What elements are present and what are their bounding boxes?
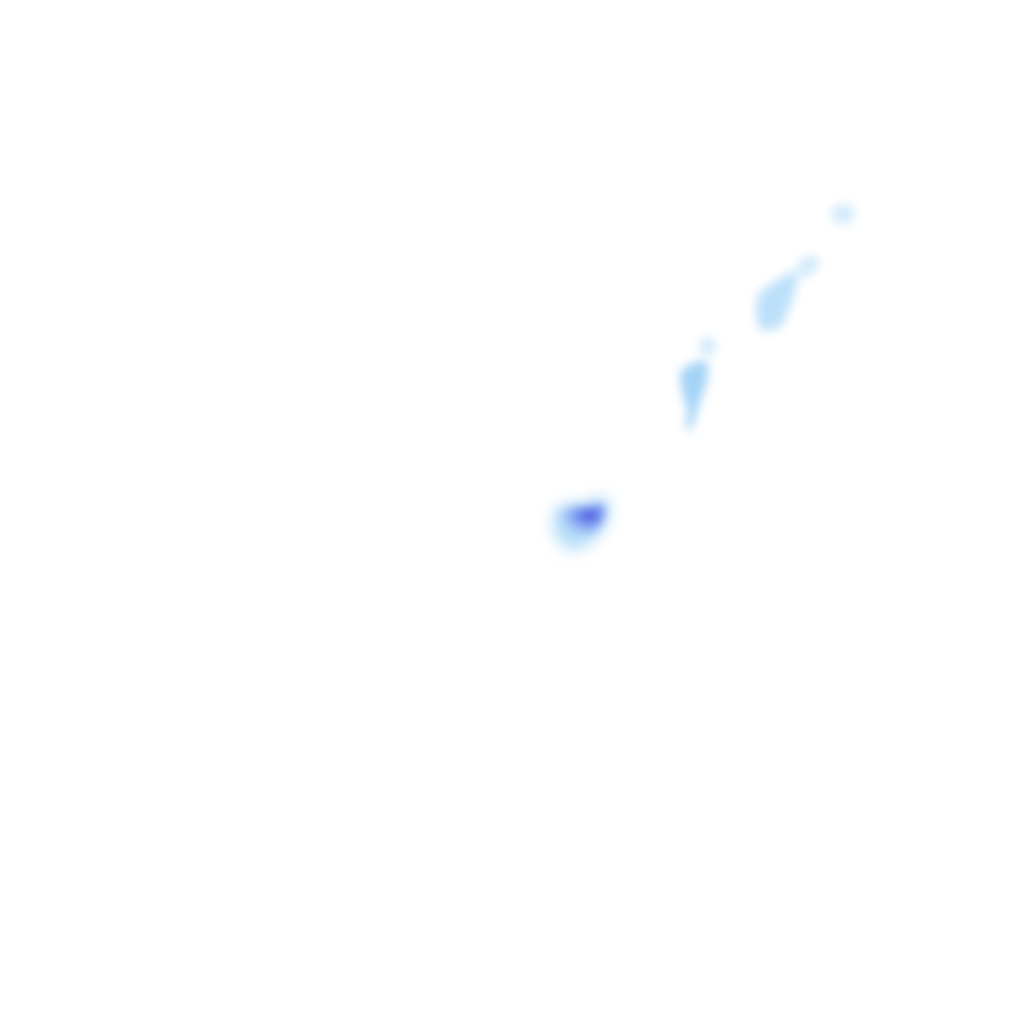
- precip-cell-1: [831, 204, 855, 224]
- precip-cell-5: [560, 504, 605, 535]
- precip-cell-3: [680, 337, 716, 432]
- precip-cell-2: [756, 255, 820, 330]
